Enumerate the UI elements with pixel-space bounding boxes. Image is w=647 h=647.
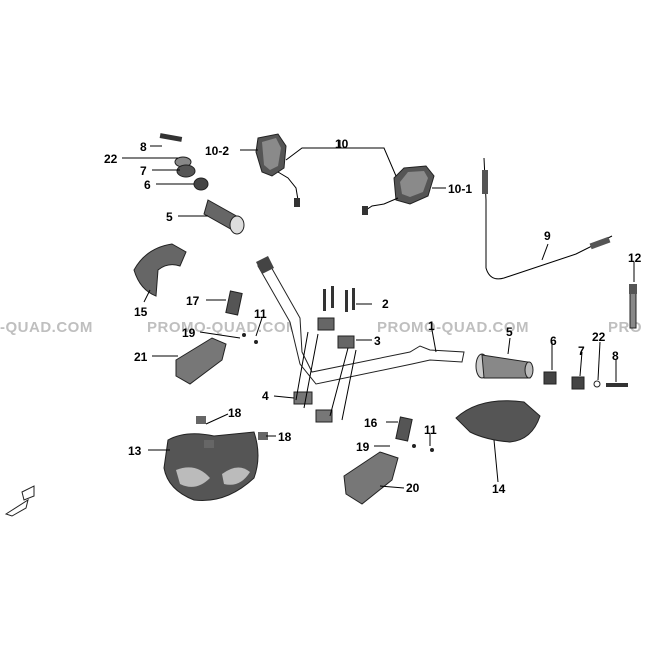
clamp-assembly: [293, 286, 357, 423]
leader-lines: [122, 140, 635, 489]
label-5-right: 5: [506, 325, 513, 339]
front-direction-arrow-icon: [4, 485, 35, 517]
label-10: 10: [335, 137, 349, 151]
label-1: 1: [428, 319, 435, 333]
right-switch-assembly: [343, 416, 434, 505]
label-12: 12: [628, 251, 642, 265]
label-6-right: 6: [550, 334, 557, 348]
mirror-left: [255, 133, 300, 207]
label-18-b: 18: [278, 430, 292, 444]
handlebar: [256, 256, 465, 385]
label-9: 9: [544, 229, 551, 243]
label-8-top: 8: [140, 140, 147, 154]
label-22-top: 22: [104, 152, 118, 166]
label-14: 14: [492, 482, 506, 496]
hand-guard-left: [133, 243, 187, 297]
label-7-top: 7: [140, 164, 147, 178]
cable-tie: [629, 284, 637, 329]
label-13: 13: [128, 444, 142, 458]
watermark-mid1: PROMO-QUAD.COM: [147, 319, 299, 336]
label-10-1: 10-1: [448, 182, 472, 196]
label-17: 17: [186, 294, 200, 308]
watermark-right: PRO: [608, 319, 642, 336]
label-4: 4: [262, 389, 269, 403]
throttle-cable: [482, 157, 613, 280]
mirror-right: [362, 165, 435, 215]
left-switch-assembly: [175, 290, 258, 385]
label-8-right: 8: [612, 349, 619, 363]
label-19-left: 19: [182, 326, 196, 340]
label-10-2: 10-2: [205, 144, 229, 158]
label-18-a: 18: [228, 406, 242, 420]
right-grip-assembly: [475, 353, 628, 390]
label-16: 16: [364, 416, 378, 430]
label-15: 15: [134, 305, 148, 319]
part-labels: 10-2 10 10-1 8 22 7 6 5 9 12 15 17 19 11…: [104, 137, 642, 496]
hand-guard-right: [455, 400, 541, 443]
label-7-right: 7: [578, 344, 585, 358]
label-22-right: 22: [592, 330, 606, 344]
label-19-right: 19: [356, 440, 370, 454]
watermark-left: -QUAD.COM: [0, 319, 93, 336]
label-11-left: 11: [254, 307, 267, 321]
headlight-cover: [163, 416, 268, 502]
label-5-top: 5: [166, 210, 173, 224]
label-3: 3: [374, 334, 381, 348]
label-2: 2: [382, 297, 389, 311]
watermark-mid2: PROMO-QUAD.COM: [377, 319, 529, 336]
label-11-right: 11: [424, 423, 437, 437]
label-6-top: 6: [144, 178, 151, 192]
left-grip-assembly: [159, 133, 245, 235]
label-21: 21: [134, 350, 148, 364]
label-20: 20: [406, 481, 420, 495]
